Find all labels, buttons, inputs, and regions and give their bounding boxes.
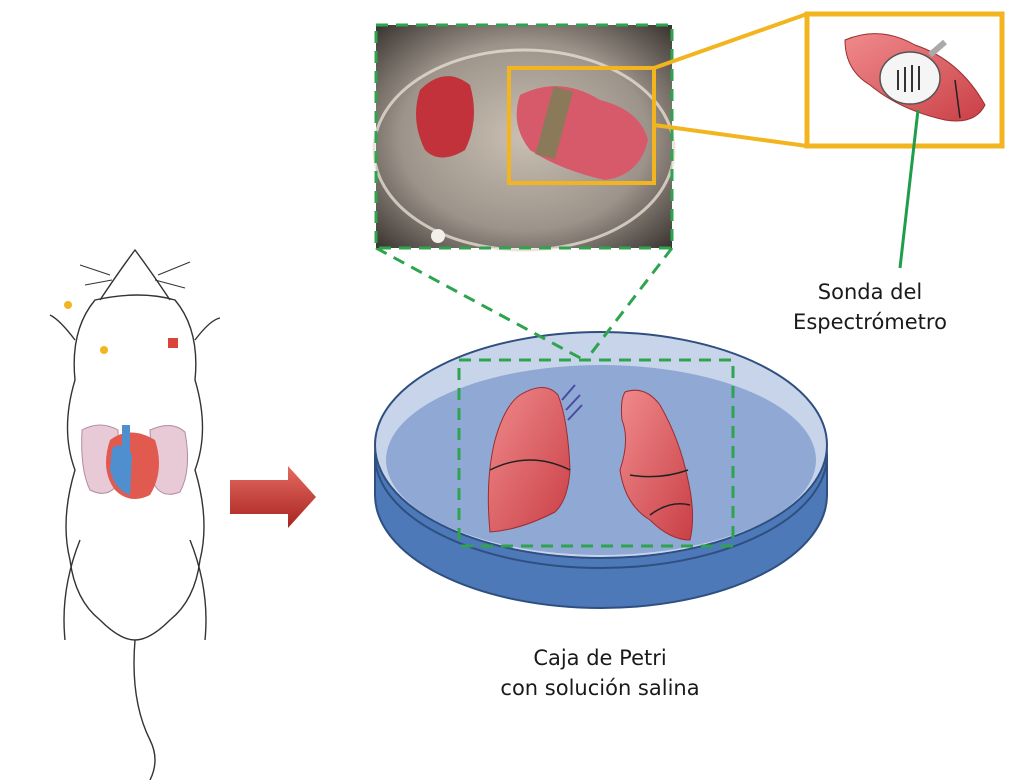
petri-label: Caja de Petri con solución salina — [450, 643, 750, 703]
photo-inset — [374, 25, 674, 250]
petri-label-line2: con solución salina — [450, 673, 750, 703]
probe-inset — [807, 14, 1002, 146]
probe-label-line2: Espectrómetro — [770, 307, 970, 337]
rat-illustration — [50, 250, 220, 780]
rat-heart-lungs — [82, 425, 188, 499]
petri-dish — [375, 332, 827, 608]
probe-label: Sonda del Espectrómetro — [770, 277, 970, 337]
probe-label-line1: Sonda del — [770, 277, 970, 307]
red-arrow — [230, 466, 316, 528]
petri-label-line1: Caja de Petri — [450, 643, 750, 673]
